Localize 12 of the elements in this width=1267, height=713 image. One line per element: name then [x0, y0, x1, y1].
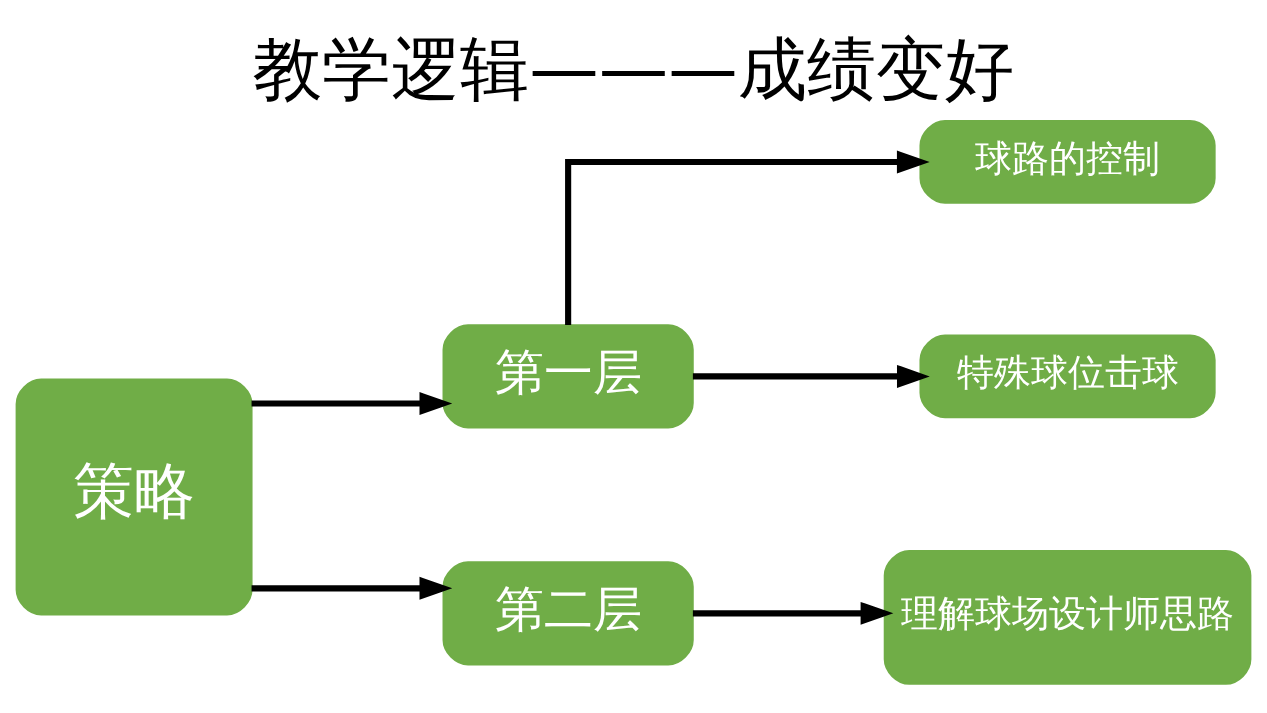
node-box: 策略 — [15, 378, 253, 616]
arrow — [692, 601, 894, 625]
arrow — [692, 364, 930, 388]
arrow — [251, 392, 453, 415]
node-box: 球路的控制 — [919, 120, 1216, 204]
node-box: 理解球场设计师思路 — [883, 550, 1252, 685]
arrow — [565, 150, 930, 326]
node-box: 第二层 — [442, 561, 694, 666]
node-box: 特殊球位击球 — [919, 334, 1216, 419]
arrow — [251, 576, 453, 600]
node-box: 第一层 — [442, 324, 694, 429]
diagram-title: 教学逻辑———成绩变好 — [253, 28, 1014, 109]
